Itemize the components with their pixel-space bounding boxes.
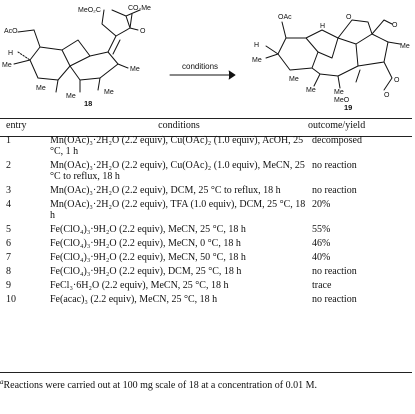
table-row: 8 Fe(ClO₄)₃·9H₂O (2.2 equiv), DCM, 25 °C…	[0, 265, 415, 279]
label-me-r3: Me	[334, 89, 344, 96]
table-row: 10 Fe(acac)₃ (2.2 equiv), MeCN, 25 °C, 1…	[0, 293, 415, 307]
outcome-cell: 20%	[312, 199, 331, 210]
entry-cell: 7	[6, 252, 11, 263]
entry-cell: 6	[6, 238, 11, 249]
conditions-cell: Fe(ClO₄)₃·9H₂O (2.2 equiv), MeCN, 0 °C, …	[50, 238, 241, 249]
compound-number-19: 19	[344, 103, 352, 112]
reaction-scheme: AcO H Me Me Me Me MeO₂C CO₂Me O Me 18 co…	[2, 5, 410, 112]
table-header-rule	[0, 136, 412, 137]
entry-cell: 1	[6, 135, 11, 146]
outcome-cell: trace	[312, 280, 332, 291]
label-h-left: H	[8, 50, 13, 57]
outcome-cell: 46%	[312, 238, 331, 249]
conditions-cell: Fe(ClO₄)₃·9H₂O (2.2 equiv), DCM, 25 °C, …	[50, 266, 242, 277]
label-o-ketone: O	[394, 77, 400, 84]
compound-18-structure	[13, 9, 141, 93]
label-me-r1: Me	[289, 76, 299, 83]
outcome-cell: no reaction	[312, 294, 357, 305]
table-row: 5 Fe(ClO₄)₃·9H₂O (2.2 equiv), MeCN, 25 °…	[0, 223, 415, 237]
label-me-b3: Me	[104, 89, 114, 96]
table-row: 6 Fe(ClO₄)₃·9H₂O (2.2 equiv), MeCN, 0 °C…	[0, 237, 415, 251]
label-me-r4: Me	[400, 43, 410, 50]
footnote-text: Reactions were carried out at 100 mg sca…	[3, 380, 318, 391]
table-row: 1 Mn(OAc)₃·2H₂O (2.2 equiv), Cu(OAc)₂ (1…	[0, 134, 415, 159]
table-row: 9 FeCl₃·6H₂O (2.2 equiv), MeCN, 25 °C, 1…	[0, 279, 415, 293]
conditions-cell: Mn(OAc)₃·2H₂O (2.2 equiv), DCM, 25 °C to…	[50, 185, 281, 196]
compound-number-18: 18	[84, 99, 92, 108]
header-conditions: conditions	[158, 120, 200, 131]
entry-cell: 3	[6, 185, 11, 196]
label-o-lactone: O	[392, 22, 398, 29]
table-row: 4 Mn(OAc)₃·2H₂O (2.2 equiv), TFA (1.0 eq…	[0, 198, 415, 223]
conditions-cell: Fe(acac)₃ (2.2 equiv), MeCN, 25 °C, 18 h	[50, 294, 218, 305]
table-footnote: aReactions were carried out at 100 mg sc…	[0, 376, 412, 392]
label-h-right-left: H	[254, 42, 259, 49]
label-o-ring: O	[346, 14, 352, 21]
label-me-b1: Me	[36, 85, 46, 92]
footnote-marker: a	[0, 378, 4, 386]
entry-cell: 4	[6, 199, 11, 210]
label-me-b2: Me	[66, 93, 76, 100]
label-me-left: Me	[2, 62, 12, 69]
table-row: 7 Fe(ClO₄)₃·9H₂O (2.2 equiv), MeCN, 50 °…	[0, 251, 415, 265]
arrow-conditions-label: conditions	[182, 62, 218, 71]
entry-cell: 8	[6, 266, 11, 277]
entry-cell: 10	[6, 294, 16, 305]
table-top-rule	[0, 118, 412, 119]
compound-19-structure	[265, 19, 401, 91]
results-table: entry conditions outcome/yield 1 Mn(OAc)…	[0, 120, 415, 307]
conditions-cell: Fe(ClO₄)₃·9H₂O (2.2 equiv), MeCN, 25 °C,…	[50, 224, 246, 235]
label-oac: OAc	[278, 14, 292, 21]
table-bottom-rule	[0, 372, 412, 373]
label-meo2c: MeO₂C	[78, 7, 101, 14]
label-me-r2: Me	[306, 87, 316, 94]
conditions-cell: Mn(OAc)₃·2H₂O (2.2 equiv), Cu(OAc)₂ (1.0…	[50, 135, 304, 157]
outcome-cell: 55%	[312, 224, 331, 235]
conditions-cell: FeCl₃·6H₂O (2.2 equiv), MeCN, 25 °C, 18 …	[50, 280, 229, 291]
outcome-cell: no reaction	[312, 160, 357, 171]
outcome-cell: decomposed	[312, 135, 362, 146]
header-outcome: outcome/yield	[308, 120, 366, 131]
label-aco: AcO	[4, 28, 18, 35]
outcome-cell: no reaction	[312, 266, 357, 277]
entry-cell: 5	[6, 224, 11, 235]
label-meo: MeO	[334, 97, 350, 104]
table-header-row: entry conditions outcome/yield	[0, 120, 415, 134]
label-o-ester: O	[384, 92, 390, 99]
outcome-cell: 40%	[312, 252, 331, 263]
label-co2me: CO₂Me	[128, 5, 151, 12]
outcome-cell: no reaction	[312, 185, 357, 196]
conditions-cell: Mn(OAc)₃·2H₂O (2.2 equiv), Cu(OAc)₂ (1.0…	[50, 160, 305, 182]
conditions-cell: Mn(OAc)₃·2H₂O (2.2 equiv), TFA (1.0 equi…	[50, 199, 306, 221]
table-row: 2 Mn(OAc)₃·2H₂O (2.2 equiv), Cu(OAc)₂ (1…	[0, 159, 415, 184]
entry-cell: 2	[6, 160, 11, 171]
entry-cell: 9	[6, 280, 11, 291]
reaction-arrow	[169, 70, 236, 80]
conditions-cell: Fe(ClO₄)₃·9H₂O (2.2 equiv), MeCN, 50 °C,…	[50, 252, 246, 263]
label-me-enone: Me	[130, 66, 140, 73]
header-entry: entry	[6, 120, 27, 131]
label-me-right-left: Me	[252, 57, 262, 64]
label-h-right: H	[320, 23, 325, 30]
label-ketone-o: O	[140, 28, 146, 35]
table-row: 3 Mn(OAc)₃·2H₂O (2.2 equiv), DCM, 25 °C …	[0, 184, 415, 198]
